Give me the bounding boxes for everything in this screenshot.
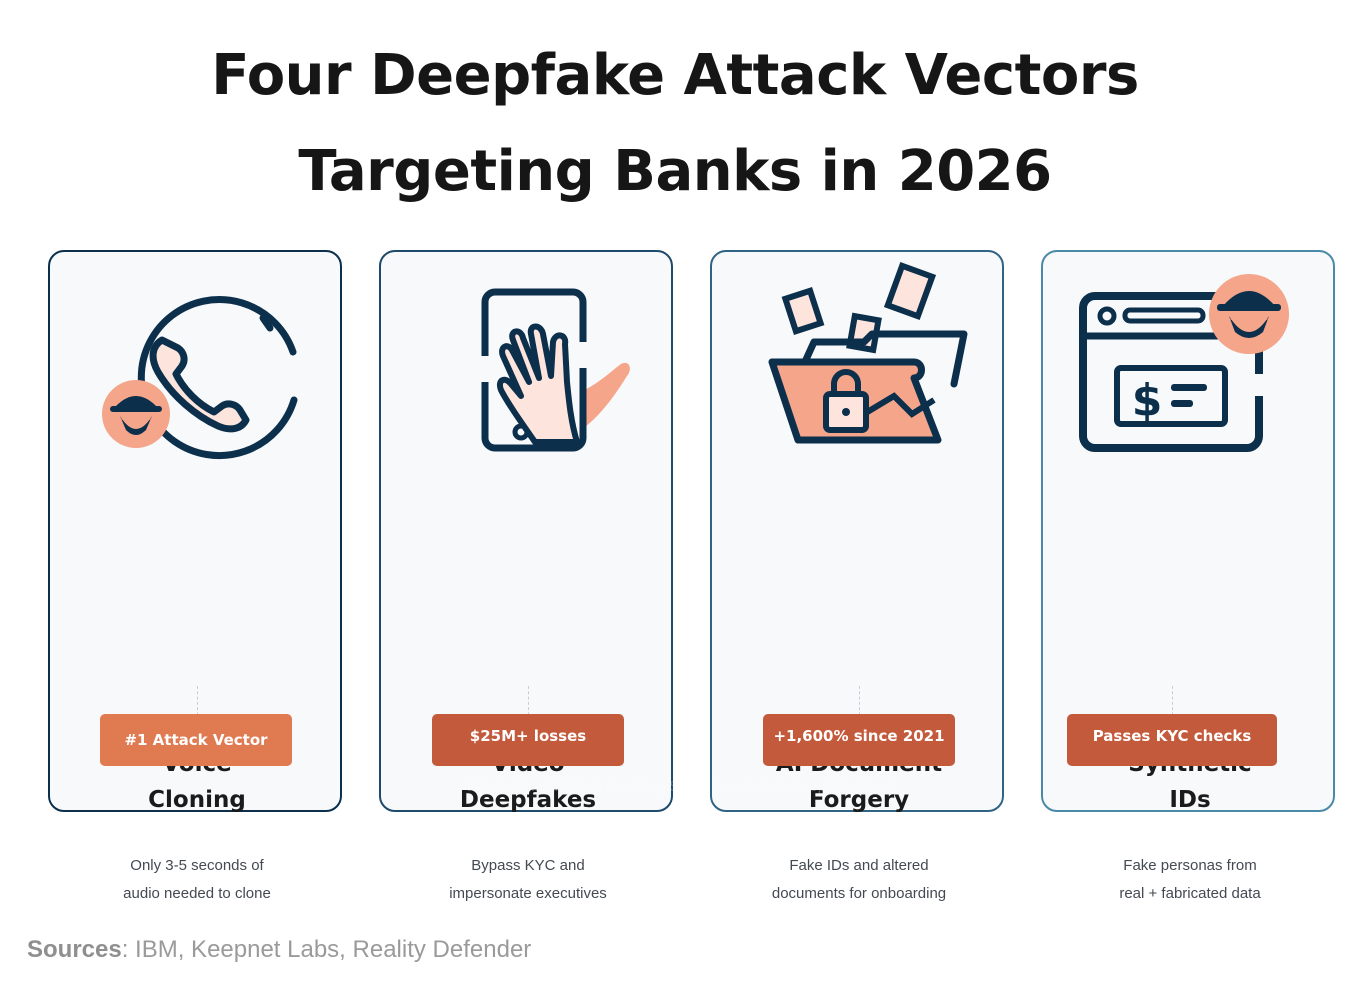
sources-text: : IBM, Keepnet Labs, Reality Defender xyxy=(121,936,532,963)
card-synthetic-ids: $ Synthetic IDs Fake personas from real … xyxy=(1041,250,1335,902)
phone-call-icon xyxy=(102,296,298,459)
connector-line xyxy=(528,686,529,726)
card-description: Fake IDs and altered documents for onboa… xyxy=(771,857,947,902)
connector-line xyxy=(859,686,860,726)
faint-overlay-note: Financial institutions reporting $1M+ lo… xyxy=(467,778,893,795)
folder-lock-icon xyxy=(768,261,968,444)
svg-text:$: $ xyxy=(1132,375,1163,426)
sources-label: Sources xyxy=(27,936,122,963)
card-ai-document-forgery: AI Document Forgery Fake IDs and altered… xyxy=(710,250,1004,902)
card-voice-cloning: Voice Cloning Only 3-5 seconds of audio … xyxy=(48,250,342,902)
page-title-line-1: Four Deepfake Attack Vectors xyxy=(211,43,1139,108)
badge-growth: +1,600% since 2021 xyxy=(763,714,955,766)
connector-line xyxy=(197,686,198,726)
badge-attack-vector: #1 Attack Vector xyxy=(100,714,292,766)
browser-dollar-icon: $ xyxy=(1079,274,1289,452)
connector-line xyxy=(1172,686,1173,726)
badge-losses: $25M+ losses xyxy=(432,714,624,766)
badge-kyc: Passes KYC checks xyxy=(1067,714,1277,766)
card-video-deepfakes: Video Deepfakes Bypass KYC and impersona… xyxy=(379,250,673,902)
card-description: Fake personas from real + fabricated dat… xyxy=(1119,857,1261,902)
card-description: Only 3-5 seconds of audio needed to clon… xyxy=(123,857,271,902)
phone-hand-icon xyxy=(480,288,630,452)
sources-footer: Sources: IBM, Keepnet Labs, Reality Defe… xyxy=(27,932,531,968)
card-description: Bypass KYC and impersonate executives xyxy=(449,857,607,902)
page-title: Four Deepfake Attack Vectors Targeting B… xyxy=(0,28,1350,220)
page-title-line-2: Targeting Banks in 2026 xyxy=(298,139,1052,204)
